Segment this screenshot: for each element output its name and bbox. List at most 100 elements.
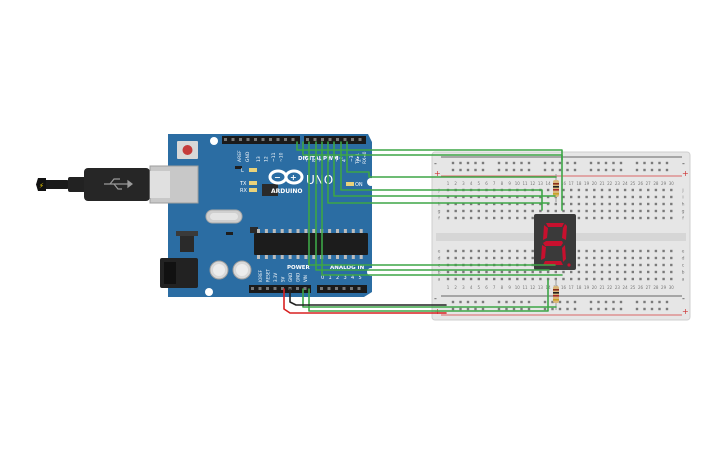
breadboard-hole[interactable] [539, 277, 542, 281]
breadboard-hole[interactable] [623, 188, 627, 192]
rail-hole[interactable] [612, 307, 615, 311]
breadboard-hole[interactable] [539, 270, 542, 274]
rail-hole[interactable] [481, 307, 485, 311]
rail-hole[interactable] [665, 168, 669, 172]
rail-hole[interactable] [658, 161, 661, 165]
breadboard-hole[interactable] [446, 277, 450, 281]
breadboard-hole[interactable] [616, 216, 619, 220]
header-pin-hole[interactable] [335, 287, 338, 290]
resistor-bottom[interactable] [553, 279, 559, 310]
breadboard-hole[interactable] [631, 216, 634, 220]
rail-hole[interactable] [558, 168, 562, 172]
rail-hole[interactable] [643, 161, 646, 165]
rail-hole[interactable] [650, 307, 654, 311]
breadboard-hole[interactable] [670, 249, 673, 253]
wire-green-10[interactable] [302, 288, 557, 308]
rail-hole[interactable] [665, 300, 669, 304]
rail-hole[interactable] [619, 161, 623, 165]
breadboard-hole[interactable] [446, 209, 450, 213]
breadboard-hole[interactable] [654, 263, 658, 267]
rail-hole[interactable] [573, 168, 577, 172]
header-pin-hole[interactable] [239, 138, 242, 141]
rail-hole[interactable] [474, 161, 477, 165]
wire-black-gnd[interactable] [289, 288, 447, 306]
rail-hole[interactable] [520, 168, 523, 172]
breadboard-hole[interactable] [608, 270, 611, 274]
breadboard-hole[interactable] [639, 256, 642, 260]
breadboard-hole[interactable] [647, 263, 650, 267]
breadboard-hole[interactable] [639, 209, 642, 213]
rail-hole[interactable] [643, 300, 646, 304]
breadboard-hole[interactable] [600, 216, 604, 220]
breadboard-hole[interactable] [654, 216, 658, 220]
breadboard-hole[interactable] [600, 188, 604, 192]
breadboard-hole[interactable] [500, 195, 504, 199]
analog-header[interactable] [317, 285, 367, 293]
seven-segment-display[interactable] [534, 214, 576, 270]
breadboard-hole[interactable] [593, 195, 596, 199]
header-pin-hole[interactable] [266, 287, 269, 290]
rail-hole[interactable] [543, 161, 547, 165]
rail-hole[interactable] [658, 168, 661, 172]
breadboard-hole[interactable] [477, 195, 480, 199]
rail-hole[interactable] [466, 161, 470, 165]
breadboard-hole[interactable] [631, 202, 634, 206]
breadboard-hole[interactable] [593, 249, 596, 253]
breadboard-hole[interactable] [616, 188, 619, 192]
rail-hole[interactable] [597, 307, 600, 311]
rail-hole[interactable] [512, 161, 516, 165]
rail-hole[interactable] [566, 307, 569, 311]
breadboard-hole[interactable] [662, 249, 665, 253]
breadboard-hole[interactable] [631, 263, 634, 267]
breadboard-hole[interactable] [585, 277, 588, 281]
breadboard-hole[interactable] [462, 270, 465, 274]
rail-hole[interactable] [566, 161, 569, 165]
rail-hole[interactable] [650, 168, 654, 172]
breadboard-hole[interactable] [523, 277, 527, 281]
breadboard-hole[interactable] [469, 209, 473, 213]
breadboard-hole[interactable] [508, 209, 511, 213]
bottom-header-holes[interactable] [251, 287, 361, 290]
breadboard-hole[interactable] [647, 195, 650, 199]
breadboard-hole[interactable] [670, 209, 673, 213]
rail-hole[interactable] [512, 300, 516, 304]
breadboard-hole[interactable] [647, 188, 650, 192]
breadboard-hole[interactable] [485, 277, 488, 281]
breadboard-hole[interactable] [516, 249, 519, 253]
rail-hole[interactable] [650, 300, 654, 304]
breadboard-hole[interactable] [616, 270, 619, 274]
breadboard-hole[interactable] [585, 195, 588, 199]
header-pin-hole[interactable] [261, 138, 265, 141]
rail-hole[interactable] [658, 307, 661, 311]
breadboard-hole[interactable] [608, 188, 611, 192]
rail-hole[interactable] [527, 168, 531, 172]
header-pin-hole[interactable] [350, 287, 353, 290]
rail-hole[interactable] [505, 307, 508, 311]
breadboard-hole[interactable] [493, 195, 496, 199]
breadboard-hole[interactable] [631, 188, 634, 192]
breadboard-hole[interactable] [623, 209, 627, 213]
breadboard-hole[interactable] [516, 277, 519, 281]
breadboard-hole[interactable] [654, 270, 658, 274]
rail-hole[interactable] [451, 168, 455, 172]
breadboard-hole[interactable] [623, 216, 627, 220]
breadboard-hole[interactable] [454, 209, 457, 213]
header-pin-hole[interactable] [351, 138, 354, 141]
breadboard-hole[interactable] [469, 270, 473, 274]
breadboard-hole[interactable] [616, 195, 619, 199]
rail-hole[interactable] [543, 300, 547, 304]
rail-hole[interactable] [643, 168, 646, 172]
breadboard-hole[interactable] [500, 249, 504, 253]
breadboard-hole[interactable] [477, 202, 480, 206]
breadboard-hole[interactable] [516, 270, 519, 274]
rail-hole[interactable] [466, 300, 470, 304]
breadboard-hole[interactable] [631, 195, 634, 199]
breadboard-hole[interactable] [454, 216, 457, 220]
header-pin-hole[interactable] [291, 138, 295, 141]
breadboard-hole[interactable] [593, 202, 596, 206]
breadboard-hole[interactable] [539, 209, 542, 213]
breadboard-hole[interactable] [462, 249, 465, 253]
breadboard-hole[interactable] [469, 249, 473, 253]
breadboard-hole[interactable] [562, 277, 565, 281]
